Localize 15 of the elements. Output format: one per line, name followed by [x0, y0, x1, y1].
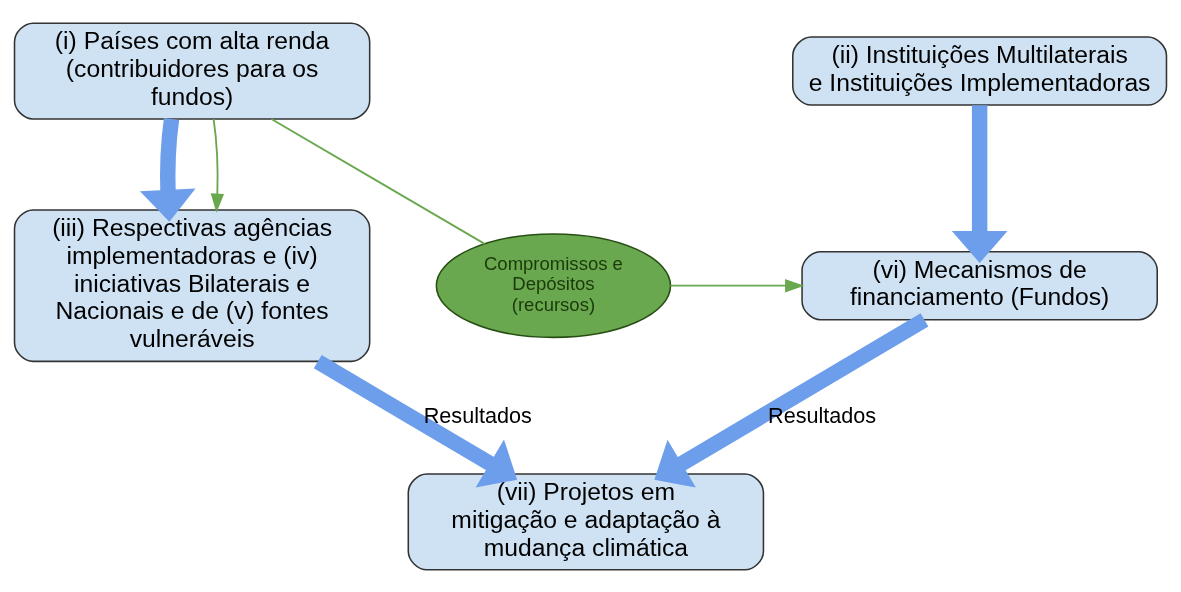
arrow — [951, 104, 1008, 263]
node-box: (vii) Projetos em mitigação e adaptação à mudança climática — [407, 472, 765, 571]
node-ellipse: Compromissos e Depósitos (recursos) — [435, 232, 672, 338]
node-box: (ii) Instituições Multilaterais e Instituições Implementadoras — [792, 35, 1168, 106]
arrow — [139, 117, 196, 222]
node-box: (iii) Respectivas agências implementadoras e (iv) iniciativas Bilaterais e Nacionais e de (v) fontes vulneráveis — [13, 208, 371, 362]
edge-label: Resultados — [423, 402, 532, 428]
node-box: (i) Países com alta renda (contribuidores para os fundos) — [13, 21, 371, 120]
arrow — [669, 278, 805, 292]
node-box: (vi) Mecanismos de financiamento (Fundos) — [801, 250, 1158, 320]
edge-label: Resultados — [768, 402, 877, 428]
arrow — [313, 354, 518, 487]
arrow — [210, 117, 225, 213]
connector — [270, 117, 486, 245]
arrow — [654, 312, 929, 488]
